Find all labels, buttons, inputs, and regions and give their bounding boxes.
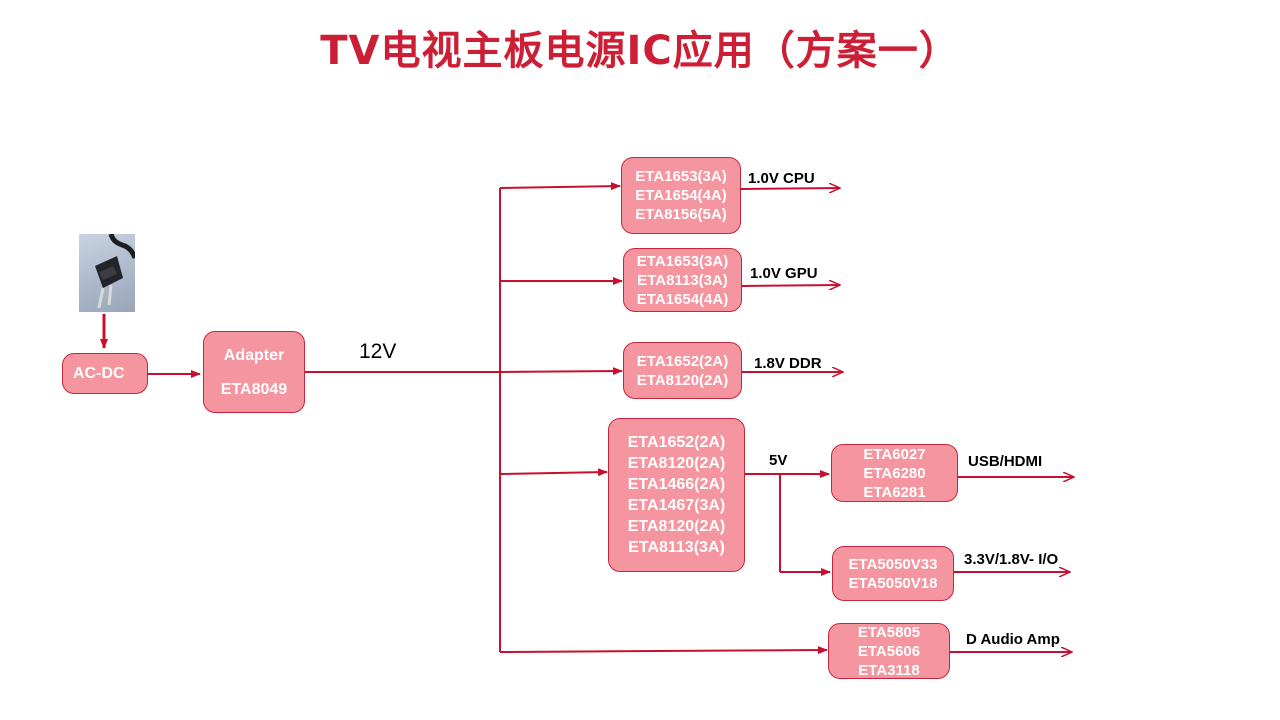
acdc-box: AC-DC <box>62 353 148 394</box>
ddr-reg-line: ETA1652(2A) <box>636 352 729 370</box>
v5-reg-line: ETA8113(3A) <box>628 539 725 556</box>
usb-sw-line: ETA6281 <box>863 483 926 501</box>
audio-line: ETA3118 <box>858 661 920 679</box>
out-cpu-arrow <box>740 188 840 189</box>
gpu-reg-line: ETA8113(3A) <box>637 271 728 289</box>
audio-amp-label: D Audio Amp <box>966 631 1060 648</box>
usb-sw-line: ETA6027 <box>863 445 926 463</box>
cpu-regulator-box: ETA1653(3A) ETA1654(4A) ETA8156(5A) <box>621 157 741 234</box>
bus-12v-label: 12V <box>359 340 397 363</box>
acdc-line: AC-DC <box>73 365 125 382</box>
audio-line: ETA5606 <box>857 642 921 660</box>
ddr-regulator-box: ETA1652(2A)ETA8120(2A) <box>623 342 742 399</box>
v5-reg-line: ETA1466(2A) <box>627 476 726 493</box>
page-title: TV电视主板电源IC应用（方案一） <box>320 28 960 74</box>
ldo-line: ETA5050V33 <box>848 555 938 573</box>
cpu-reg-line: ETA8156(5A) <box>635 206 727 223</box>
5v-regulator-box: ETA1652(2A) ETA8120(2A) ETA1466(2A) ETA1467… <box>608 418 745 572</box>
audio-line: ETA5805 <box>857 623 921 641</box>
ddr-reg-line: ETA8120(2A) <box>636 371 729 389</box>
cpu-rail-label: 1.0V CPU <box>748 170 815 187</box>
branch-ddr-arrow <box>499 367 623 376</box>
io-rail-label: 3.3V/1.8V- I/O <box>964 551 1059 568</box>
v5-reg-line: ETA8120(2A) <box>627 455 726 472</box>
adapter-line: Adapter <box>223 346 285 364</box>
v5-reg-line: ETA8120(2A) <box>627 518 726 535</box>
power-plug-icon <box>79 234 135 312</box>
ldo-line: ETA5050V18 <box>848 574 938 592</box>
gpu-reg-line: ETA1654(4A) <box>636 290 729 308</box>
branch-5v-arrow <box>499 468 608 477</box>
gpu-rail-label: 1.0V GPU <box>750 265 818 282</box>
ddr-rail-label: 1.8V DDR <box>754 355 822 372</box>
branch-audio-arrow <box>499 646 828 655</box>
adapter-line: ETA8049 <box>220 380 288 398</box>
gpu-regulator-box: ETA1653(3A)ETA8113(3A)ETA1654(4A) <box>623 248 742 312</box>
usb-sw-line: ETA6280 <box>863 464 926 482</box>
v5-reg-line: ETA1652(2A) <box>627 434 726 451</box>
5v-rail-label: 5V <box>769 452 788 469</box>
gpu-reg-line: ETA1653(3A) <box>636 252 729 270</box>
v5-reg-line: ETA1467(3A) <box>627 497 726 514</box>
usb-hdmi-label: USB/HDMI <box>968 453 1043 470</box>
branch-cpu-arrow <box>499 182 621 191</box>
out-gpu-arrow <box>741 285 840 286</box>
cpu-reg-line: ETA1654(4A) <box>635 187 727 204</box>
cpu-reg-line: ETA1653(3A) <box>635 168 727 185</box>
